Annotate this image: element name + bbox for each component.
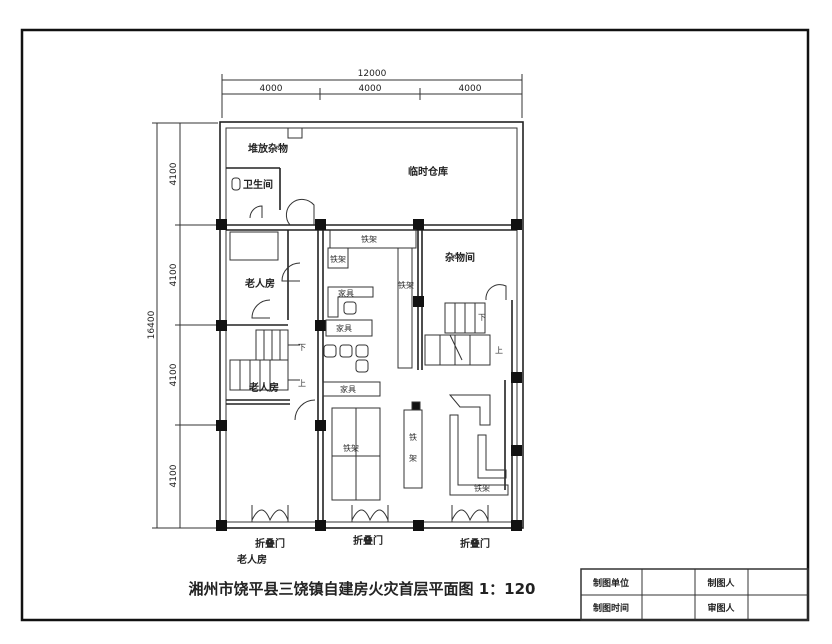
- rack-label: 铁架: [474, 483, 490, 493]
- folding-door-label: 折叠门: [353, 534, 383, 547]
- furniture-shapes: [229, 127, 381, 397]
- furniture-label: 家具: [338, 288, 354, 298]
- title-block-reviewer-label: 审图人: [707, 602, 735, 614]
- dim-total-width: 12000: [358, 69, 387, 79]
- dim-depth-3: 4100: [169, 363, 179, 386]
- rack-label: 铁架: [343, 443, 359, 453]
- title-block-drawing-unit-label: 制图单位: [593, 577, 629, 589]
- room-label-temp-warehouse: 临时仓库: [408, 165, 448, 178]
- title-block-drawer-label: 制图人: [707, 577, 735, 589]
- rack-label: 铁: [409, 432, 417, 442]
- title-block-drawing-time-label: 制图时间: [593, 602, 629, 614]
- dim-bay-3: 4000: [459, 84, 482, 94]
- stair-up-label: 上: [298, 379, 306, 388]
- stair-up-label: 上: [495, 346, 503, 355]
- room-label-storage-pile: 堆放杂物: [248, 142, 288, 155]
- dim-depth-4: 4100: [169, 464, 179, 487]
- dim-depth-2: 4100: [169, 263, 179, 286]
- dim-bay-2: 4000: [359, 84, 382, 94]
- dim-depth-1: 4100: [169, 162, 179, 185]
- folding-door-label: 折叠门: [255, 537, 285, 550]
- rack-label: 铁架: [330, 254, 346, 264]
- structural-columns: [216, 219, 522, 531]
- room-label-utility-room: 杂物间: [445, 251, 475, 264]
- dim-bay-1: 4000: [260, 84, 283, 94]
- rack-shapes: [327, 229, 509, 501]
- stair-down-label: 下: [478, 313, 486, 322]
- drawing-title: 湘州市饶平县三饶镇自建房火灾首层平面图 1：120: [189, 580, 536, 598]
- top-dimension: [221, 74, 523, 118]
- stairs-right: [424, 302, 491, 366]
- rack-label: 架: [409, 454, 417, 463]
- rack-label: 铁架: [361, 234, 377, 244]
- room-label-elderly-room: 老人房: [244, 277, 275, 290]
- stair-down-label: 下: [298, 343, 306, 352]
- stairs-left: [229, 329, 300, 391]
- interior-walls: [226, 167, 517, 522]
- drawing-frame: [20, 28, 810, 622]
- folding-door-label: 折叠门: [460, 537, 490, 550]
- left-dimension: [152, 122, 218, 529]
- room-label-elderly-room-stray: 老人房: [236, 553, 267, 566]
- dim-total-depth: 16400: [147, 310, 157, 339]
- door-swings: [249, 198, 507, 522]
- room-label-bathroom: 卫生间: [243, 178, 273, 191]
- furniture-label: 家具: [336, 323, 352, 333]
- title-block: [580, 568, 809, 621]
- room-label-elderly-room-lower: 老人房: [248, 381, 279, 394]
- rack-label: 铁架: [398, 280, 414, 290]
- furniture-label: 家具: [340, 384, 356, 394]
